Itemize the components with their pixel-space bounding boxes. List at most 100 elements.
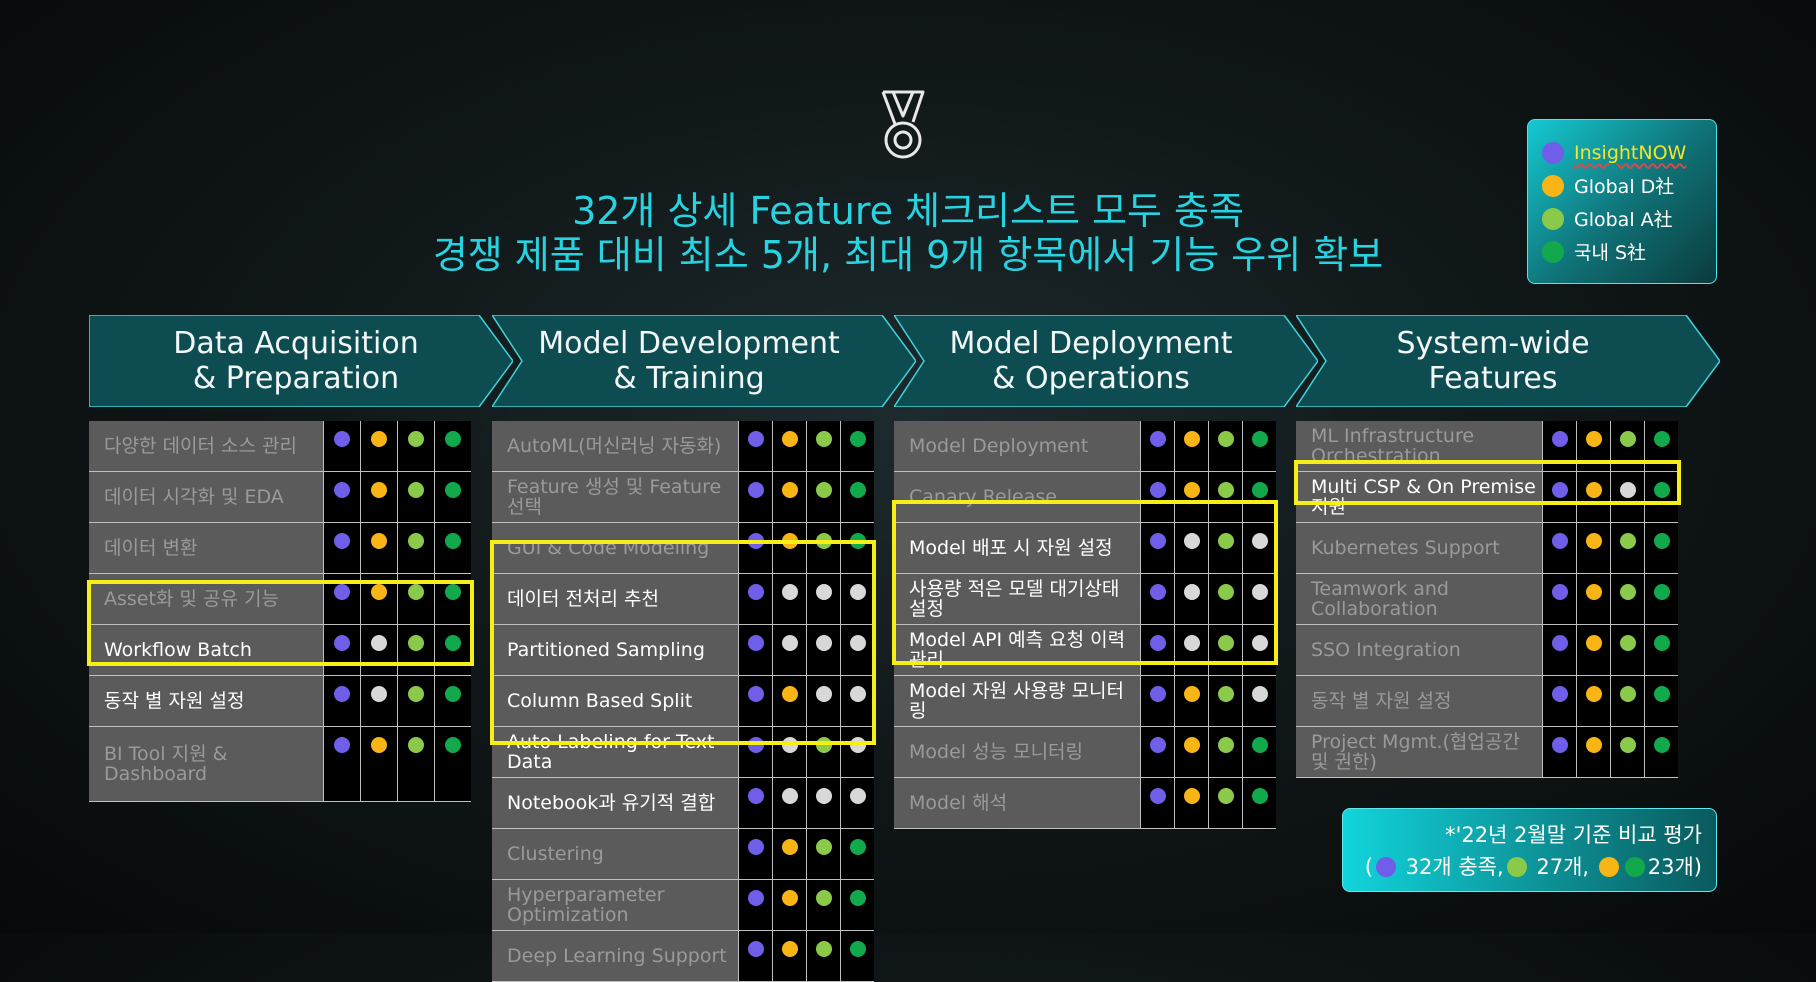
status-dot <box>1183 533 1200 549</box>
status-dot <box>334 635 351 651</box>
mark-cell <box>772 573 807 625</box>
status-dot <box>849 839 866 855</box>
mark-cell <box>1644 421 1678 472</box>
status-dot <box>371 482 388 498</box>
status-dot <box>781 788 798 804</box>
mark-cell <box>1542 421 1577 472</box>
feature-label: 데이터 변환 <box>89 522 325 574</box>
status-dot <box>849 686 866 702</box>
table-row: Model Deployment <box>894 421 1276 472</box>
status-dot <box>334 584 351 600</box>
mark-cell <box>434 421 471 472</box>
status-dot <box>1585 584 1602 600</box>
mark-cell <box>806 675 841 727</box>
mark-cell <box>1242 522 1276 574</box>
feature-label: Auto Labeling for Text Data <box>492 726 739 778</box>
status-dot <box>1251 788 1268 804</box>
medal-icon <box>881 90 925 159</box>
mark-cell <box>397 675 435 727</box>
status-dot <box>1149 584 1166 600</box>
table-row: Feature 생성 및 Feature 선택 <box>492 471 874 523</box>
mark-cell <box>1542 522 1577 574</box>
table-row: Project Mgmt.(협업공간 및 권한) <box>1296 726 1678 778</box>
status-dot <box>1149 737 1166 753</box>
note-dot <box>1506 857 1527 877</box>
status-dot <box>1619 533 1636 549</box>
feature-label: Asset화 및 공유 기능 <box>89 573 325 625</box>
feature-label: Model Deployment <box>894 421 1141 472</box>
headline-line1: 32개 상세 Feature 체크리스트 모두 충족 <box>572 189 1244 233</box>
status-dot <box>371 737 388 753</box>
mark-cell <box>1208 777 1243 829</box>
feature-label: Teamwork and Collaboration <box>1296 573 1543 625</box>
stage-title-line1: Data Acquisition <box>173 326 419 361</box>
mark-cell <box>1208 675 1243 727</box>
mark-cell <box>360 573 398 625</box>
mark-cell <box>772 930 807 982</box>
mark-cell <box>397 471 435 523</box>
mark-cell <box>1610 675 1645 727</box>
feature-label: 동작 별 자원 설정 <box>89 675 325 727</box>
note-count-insightnow: 32개 충족, <box>1405 855 1504 879</box>
status-dot <box>1149 533 1166 549</box>
status-dot <box>1149 431 1166 447</box>
mark-cell <box>772 675 807 727</box>
mark-cell <box>1140 624 1175 676</box>
mark-cell <box>1174 522 1209 574</box>
table-row: Notebook과 유기적 결합 <box>492 777 874 829</box>
status-dot <box>1251 737 1268 753</box>
note-dot <box>1375 857 1396 877</box>
mark-cell <box>806 471 841 523</box>
status-dot <box>1217 533 1234 549</box>
table-row: 동작 별 자원 설정 <box>1296 675 1678 727</box>
table-row: Asset화 및 공유 기능 <box>89 573 471 625</box>
mark-cell <box>397 726 435 802</box>
status-dot <box>445 635 462 651</box>
mark-cell <box>1576 471 1611 523</box>
table-row: Hyperparameter Optimization <box>492 879 874 931</box>
status-dot <box>1551 431 1568 447</box>
table-row: 데이터 전처리 추천 <box>492 573 874 625</box>
legend-dot <box>1542 207 1564 230</box>
table-row: Partitioned Sampling <box>492 624 874 676</box>
stage-title-line2: & Operations <box>992 361 1190 396</box>
mark-cell <box>738 828 773 880</box>
table-row: Teamwork and Collaboration <box>1296 573 1678 625</box>
mark-cell <box>738 624 773 676</box>
mark-cell <box>1610 522 1645 574</box>
mark-cell <box>1174 726 1209 778</box>
status-dot <box>781 584 798 600</box>
mark-cell <box>806 421 841 472</box>
stage-title-line1: Model Deployment <box>949 326 1233 361</box>
status-dot <box>408 533 425 549</box>
mark-cell <box>738 522 773 574</box>
status-dot <box>1149 635 1166 651</box>
status-dot <box>849 737 866 753</box>
feature-label: Partitioned Sampling <box>492 624 739 676</box>
mark-cell <box>397 421 435 472</box>
mark-cell <box>1644 726 1678 778</box>
table-row: Workflow Batch <box>89 624 471 676</box>
mark-cell <box>1576 624 1611 676</box>
note-count-others: 23개) <box>1647 855 1702 879</box>
status-dot <box>815 737 832 753</box>
mark-cell <box>1174 421 1209 472</box>
mark-cell <box>840 726 874 778</box>
mark-cell <box>772 777 807 829</box>
status-dot <box>1551 533 1568 549</box>
status-dot <box>1251 533 1268 549</box>
table-row: AutoML(머신러닝 자동화) <box>492 421 874 472</box>
feature-label: Deep Learning Support <box>492 930 739 982</box>
status-dot <box>1551 584 1568 600</box>
status-dot <box>1653 482 1670 498</box>
stage-title-line2: Features <box>1428 361 1558 396</box>
mark-cell <box>323 522 361 574</box>
feature-label: Model API 예측 요청 이력관리 <box>894 624 1141 676</box>
table-row: 다양한 데이터 소스 관리 <box>89 421 471 472</box>
status-dot <box>781 533 798 549</box>
feature-label: 동작 별 자원 설정 <box>1296 675 1543 727</box>
feature-label: Canary Release <box>894 471 1141 523</box>
status-dot <box>815 890 832 906</box>
status-dot <box>1251 482 1268 498</box>
status-dot <box>1217 737 1234 753</box>
